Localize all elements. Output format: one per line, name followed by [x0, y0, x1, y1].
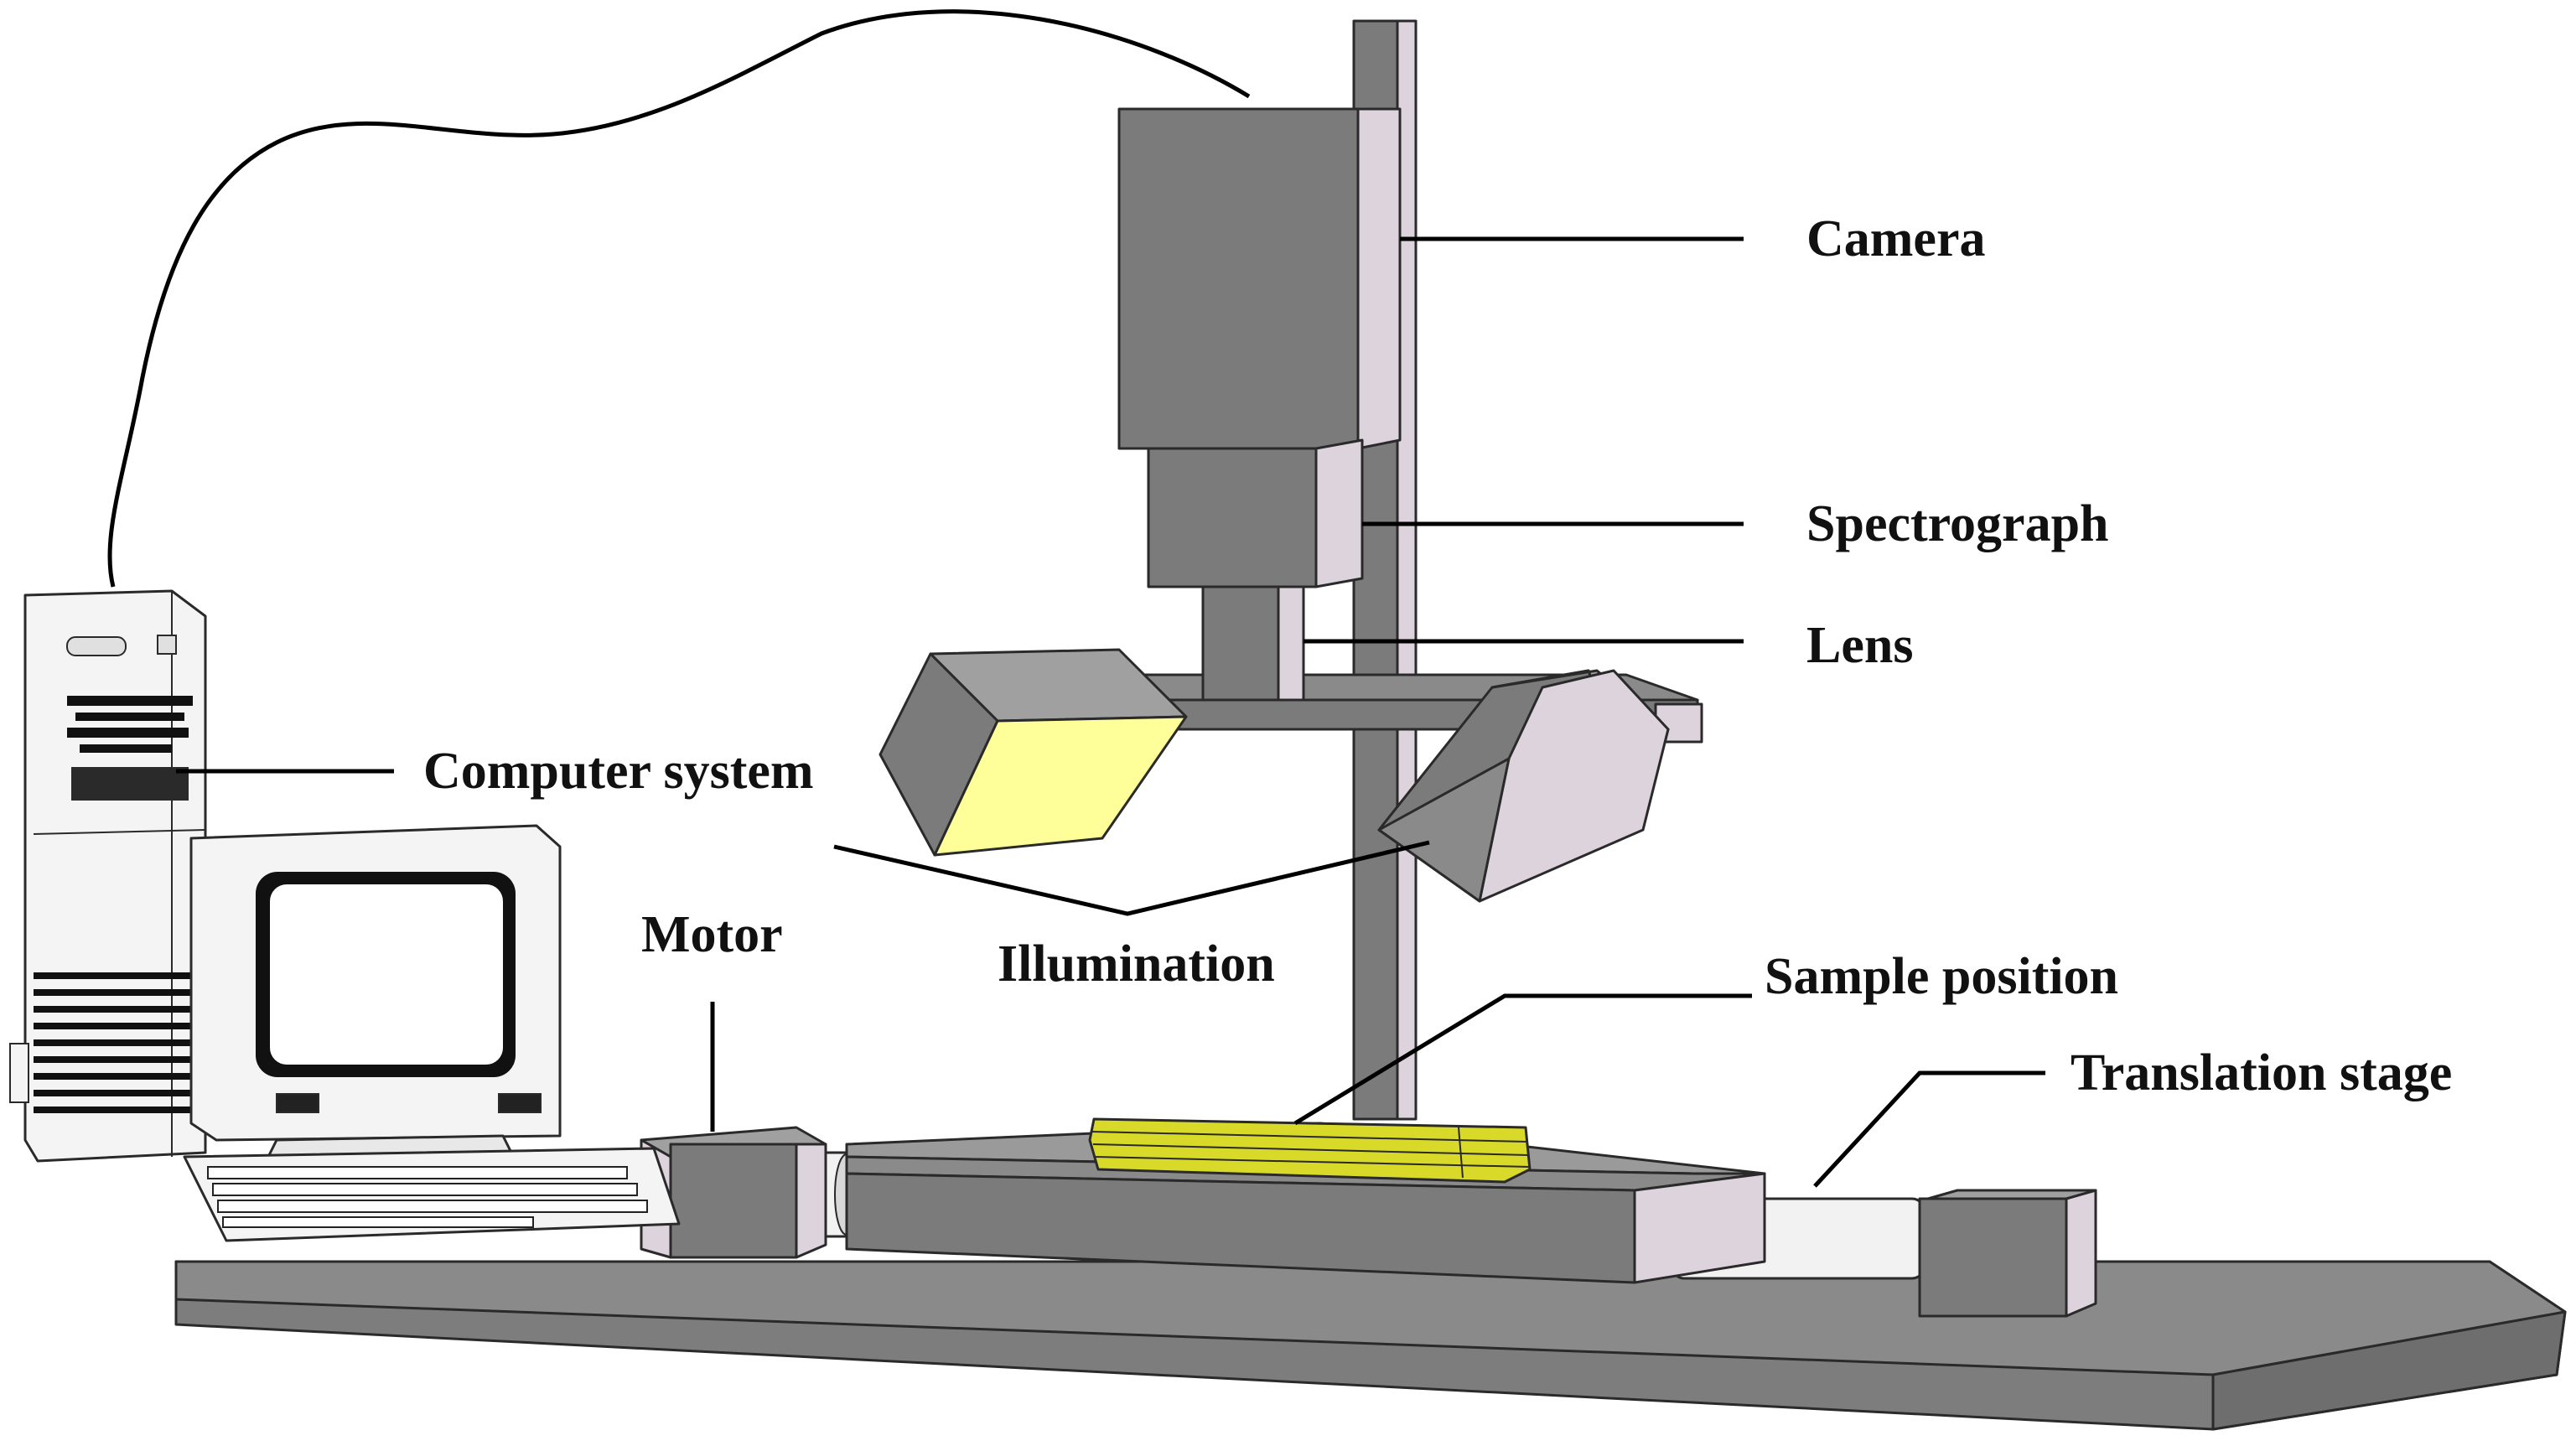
motor — [640, 1126, 827, 1259]
label-computer-system: Computer system — [423, 743, 814, 800]
illumination-lamp-left — [879, 648, 1188, 857]
label-illumination: Illumination — [998, 935, 1275, 993]
leader-lines — [176, 236, 2045, 1188]
sample — [1088, 1117, 1532, 1184]
label-sample-position: Sample position — [1765, 948, 2118, 1005]
stage-end-block — [1918, 1189, 2097, 1318]
keyboard-keys — [207, 1166, 648, 1228]
label-motor: Motor — [641, 906, 783, 963]
label-spectrograph: Spectrograph — [1806, 495, 2109, 552]
computer-monitor — [189, 824, 562, 1158]
keyboard — [183, 1147, 681, 1242]
label-lens: Lens — [1806, 617, 1913, 674]
base-plate — [174, 1260, 2567, 1431]
computer-tower — [9, 589, 207, 1163]
illumination-lamp-right — [1377, 669, 1670, 903]
labels: Camera Spectrograph Lens Computer system… — [423, 210, 2452, 1101]
lens — [1201, 585, 1305, 702]
tower-vents — [34, 972, 201, 1113]
label-translation-stage: Translation stage — [2071, 1044, 2452, 1101]
camera-cable — [107, 9, 1251, 588]
label-camera: Camera — [1806, 210, 1985, 267]
camera — [1117, 107, 1402, 450]
spectrograph — [1147, 438, 1364, 588]
